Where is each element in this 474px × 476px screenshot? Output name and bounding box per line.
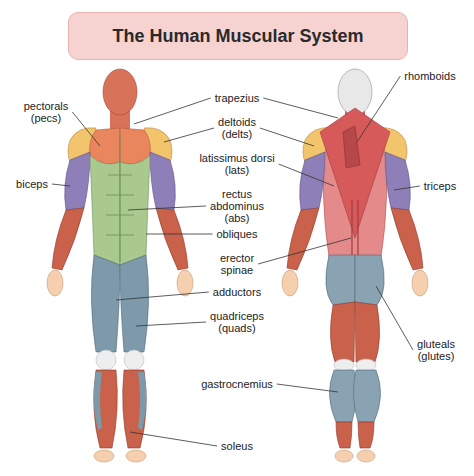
front-right — [120, 128, 193, 462]
muscle-label: deltoids (delts) — [202, 116, 272, 140]
leader-line — [134, 98, 211, 124]
leader-line — [130, 432, 217, 446]
leader-line — [72, 112, 100, 146]
leader-line — [263, 98, 338, 118]
muscle-label: quadriceps (quads) — [202, 310, 272, 334]
head-shape — [103, 69, 137, 115]
muscle-label: soleus — [207, 440, 267, 452]
muscle-label: trapezius — [197, 92, 277, 104]
leader-line — [279, 164, 334, 186]
leader-line — [277, 384, 338, 392]
muscle-label: gluteals (glutes) — [406, 338, 466, 362]
muscle-label: rhomboids — [395, 70, 465, 82]
leader-line — [258, 238, 351, 264]
muscle-label: obliques — [202, 228, 272, 240]
muscle-label: triceps — [415, 180, 465, 192]
trapezius-shape — [320, 108, 390, 238]
rhomboid-shape — [343, 126, 360, 168]
leader-line — [260, 128, 314, 146]
erector-lines — [352, 200, 358, 255]
leader-line — [128, 206, 206, 210]
muscle-label: adductors — [202, 286, 272, 298]
leader-line — [164, 128, 214, 142]
muscle-label: biceps — [7, 178, 57, 190]
front-left — [47, 128, 120, 462]
muscle-label: pectorals (pecs) — [11, 100, 81, 124]
muscle-label: erector spinae — [207, 252, 267, 276]
leader-line — [394, 186, 420, 190]
leader-line — [376, 286, 413, 350]
title-text: The Human Muscular System — [112, 26, 363, 47]
title-banner: The Human Muscular System — [68, 12, 408, 60]
leader-line — [136, 322, 206, 326]
muscle-label: gastrocnemius — [192, 378, 282, 390]
muscle-label: rectus abdominus (abs) — [197, 188, 277, 224]
leader-line — [146, 234, 213, 235]
leader-line — [357, 76, 400, 142]
midline — [120, 130, 121, 262]
leader-line — [52, 184, 70, 186]
leader-line — [116, 292, 209, 300]
muscle-label: latissimus dorsi (lats) — [197, 152, 277, 176]
